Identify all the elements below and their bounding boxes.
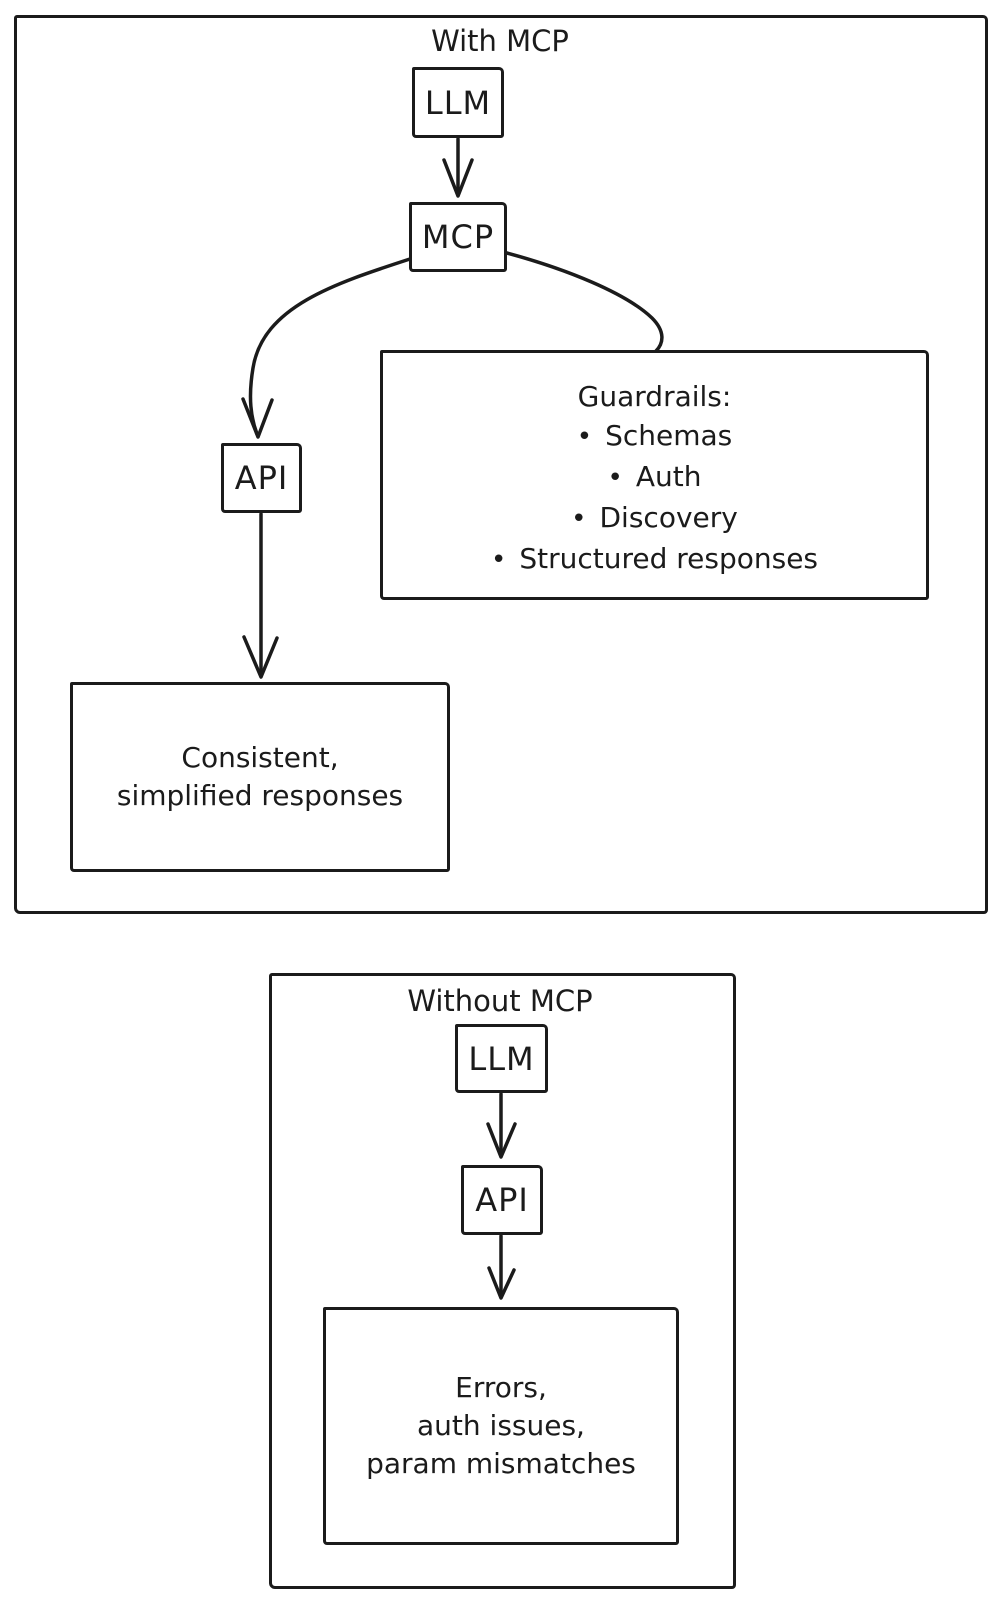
outcome-box-with-mcp: Consistent, simplified responses	[70, 682, 450, 872]
guardrails-item: • Discovery	[571, 498, 738, 539]
guardrails-heading: Guardrails:	[577, 380, 732, 413]
bullet-icon: •	[607, 463, 623, 493]
outcome-line: auth issues,	[417, 1409, 585, 1442]
panel-without-mcp-title: Without MCP	[407, 984, 593, 1018]
guardrails-item-label: Schemas	[605, 419, 733, 452]
panel-with-mcp	[14, 15, 988, 914]
panel-with-mcp-title: With MCP	[431, 24, 569, 58]
guardrails-item-label: Structured responses	[519, 542, 819, 575]
llm-node-without-mcp: LLM	[455, 1024, 548, 1093]
outcome-box-without-mcp: Errors, auth issues, param mismatches	[323, 1307, 679, 1545]
outcome-line: Consistent,	[181, 741, 339, 774]
outcome-line: Errors,	[455, 1371, 547, 1404]
bullet-icon: •	[576, 422, 593, 452]
api-node-with-mcp: API	[221, 443, 302, 513]
guardrails-item: • Schemas	[577, 416, 733, 457]
outcome-line: param mismatches	[366, 1447, 636, 1480]
guardrails-item-label: Discovery	[599, 501, 738, 534]
mcp-node: MCP	[409, 202, 507, 272]
mcp-node-label: MCP	[421, 218, 495, 256]
api-node-without-mcp: API	[461, 1165, 543, 1235]
panel-without-mcp	[269, 973, 736, 1589]
bullet-icon: •	[490, 545, 507, 575]
llm-node-with-mcp: LLM	[412, 67, 504, 138]
outcome-line: simplified responses	[116, 779, 404, 812]
guardrails-box: Guardrails: • Schemas • Auth • Discovery…	[380, 350, 929, 600]
guardrails-content: Guardrails: • Schemas • Auth • Discovery…	[383, 377, 926, 580]
llm-node-label: LLM	[468, 1039, 535, 1078]
bullet-icon: •	[571, 504, 587, 534]
guardrails-item: • Auth	[608, 457, 702, 498]
api-node-label: API	[475, 1181, 529, 1219]
llm-node-label: LLM	[424, 83, 492, 122]
api-node-label: API	[234, 459, 289, 497]
guardrails-item: • Structured responses	[491, 539, 818, 580]
guardrails-item-label: Auth	[635, 460, 702, 493]
